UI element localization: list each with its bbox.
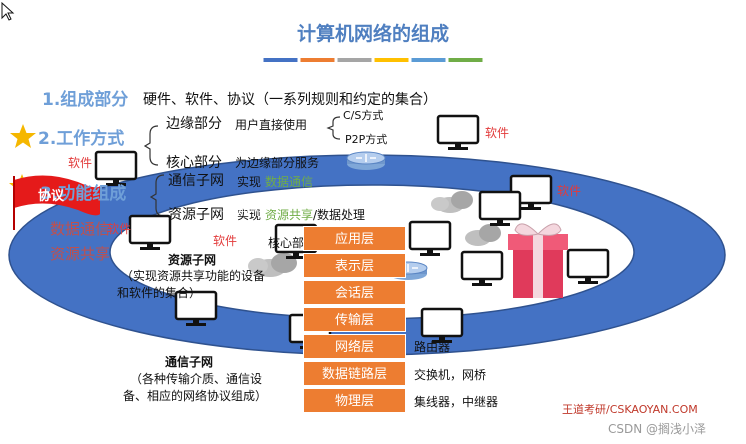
resource-subnet-desc-2: 和软件的集合） [117, 286, 202, 300]
switch-device-label: 交换机，网桥 [414, 368, 487, 382]
page-title: 计算机网络的组成 [296, 23, 449, 45]
title-bar-3 [337, 58, 372, 62]
computer-icon [566, 248, 610, 284]
ring-core-label: 核心部 [268, 236, 305, 250]
res-subnet-desc: 实现 [237, 208, 262, 222]
edge-part-desc: 用户直接使用 [235, 118, 308, 132]
working-heading: 2.工作方式 [38, 129, 125, 149]
p2p-mode-label: P2P方式 [345, 133, 388, 146]
comm-subnet-highlight: 数据通信 [265, 175, 314, 189]
computer-icon [408, 220, 452, 256]
cloud-icon [431, 191, 473, 213]
resource-subnet-title: 资源子网 [168, 253, 217, 267]
router-icon [346, 151, 386, 170]
wangdao-watermark: 王道考研/CSKAOYAN.COM [562, 403, 698, 416]
comm-subnet-desc: 实现 [237, 175, 262, 189]
csdn-watermark: CSDN @搁浅小泽 [608, 422, 707, 436]
software-label: 软件 [485, 126, 510, 140]
star-icon [10, 124, 36, 148]
res-share-note: 资源共享 [50, 245, 111, 263]
osi-layer-2: 表示层 [303, 253, 406, 278]
bracket [326, 116, 341, 140]
osi-layer-1: 应用层 [303, 226, 406, 251]
software-label: 软件 [68, 156, 93, 170]
cs-mode-label: C/S方式 [343, 109, 384, 122]
ring-edge-label: 边缘部分 [222, 200, 271, 214]
osi-layer-6: 数据链路层 [303, 361, 406, 386]
computer-icon [420, 307, 464, 343]
title-bar-6 [448, 58, 483, 62]
composition-heading: 1.组成部分 [42, 90, 129, 110]
hub-device-label: 集线器，中继器 [414, 395, 499, 409]
osi-layer-3: 会话层 [303, 280, 406, 305]
title-bar-1 [263, 58, 298, 62]
comm-subnet-label: 通信子网 [168, 173, 224, 189]
title-underline-bars [263, 58, 483, 62]
core-part-desc: 为边缘部分服务 [235, 156, 320, 170]
comm-subnet-desc-2: 备、相应的网络协议组成） [123, 389, 268, 403]
software-label: 软件 [557, 184, 582, 198]
comm-subnet-desc-1: （各种传输介质、通信设 [130, 372, 263, 386]
cloud-icon [465, 224, 501, 246]
computer-icon [94, 150, 138, 186]
computer-icon [478, 190, 522, 226]
title-bar-4 [374, 58, 409, 62]
core-part-label: 核心部分 [166, 155, 222, 171]
computer-icon [436, 114, 480, 150]
title-bar-5 [411, 58, 446, 62]
flag-label: 协议 [38, 189, 65, 204]
title-bar-2 [300, 58, 335, 62]
osi-layer-5: 网络层 [303, 334, 406, 359]
computer-icon [174, 290, 218, 326]
function-heading: 3.功能组成 [40, 184, 127, 204]
res-subnet-label: 资源子网 [168, 207, 224, 223]
edge-part-label: 边缘部分 [166, 116, 222, 132]
osi-layer-4: 传输层 [303, 307, 406, 332]
osi-layer-7: 物理层 [303, 388, 406, 413]
res-subnet-highlight: 资源共享 [265, 208, 314, 222]
computer-icon [460, 250, 504, 286]
gift-icon [508, 223, 568, 298]
osi-layer-stack: 应用层表示层会话层传输层网络层数据链路层物理层 [303, 226, 406, 416]
composition-desc: 硬件、软件、协议（一系列规则和约定的集合） [143, 92, 437, 108]
software-label: 软件 [213, 234, 238, 248]
flag-icon [14, 175, 100, 216]
data-comm-note: 数据通信 [50, 220, 111, 238]
comm-subnet-title: 通信子网 [165, 355, 214, 369]
res-subnet-tail: /数据处理 [313, 208, 366, 222]
resource-subnet-desc-1: （实现资源共享功能的设备 [121, 269, 266, 283]
bracket [143, 125, 159, 166]
router-device-label: 路由器 [414, 340, 451, 354]
software-label: 软件 [107, 222, 132, 236]
mouse-pointer-icon [1, 1, 15, 21]
computer-icon [128, 214, 172, 250]
